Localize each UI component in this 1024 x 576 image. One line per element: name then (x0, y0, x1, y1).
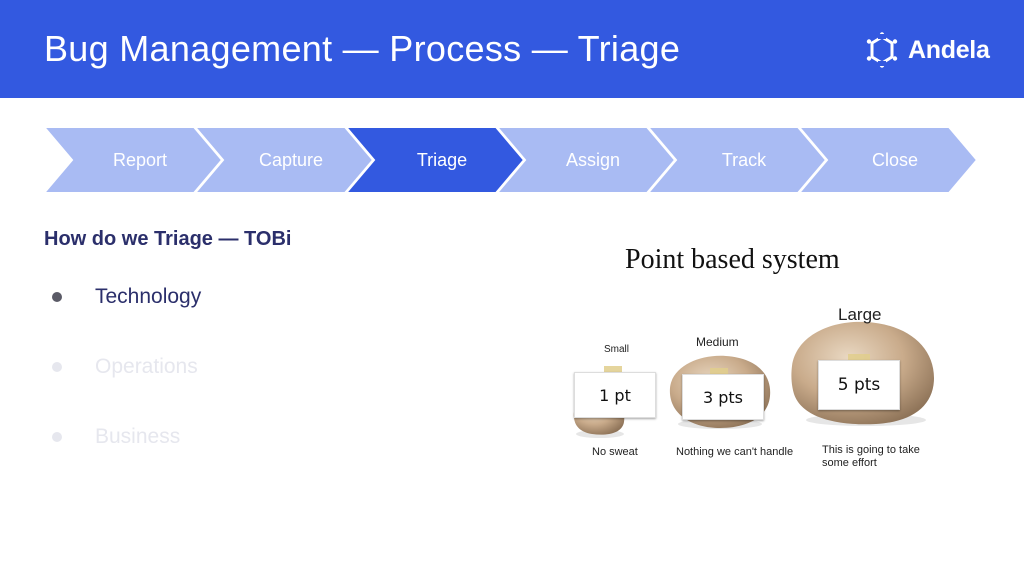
figure-title: Point based system (625, 244, 840, 275)
bullet-item-operations: Operations (52, 352, 201, 382)
step-arrow-polygon (799, 127, 977, 193)
bullet-text: Technology (95, 285, 202, 308)
bullet-dot-icon (52, 432, 62, 442)
bullet-list: Technology Operations Business (52, 282, 201, 492)
step-label: Report (112, 149, 168, 170)
large-points-card: 5 pts (818, 360, 900, 410)
step-arrow-polygon (497, 127, 675, 193)
small-card-tape (604, 366, 622, 374)
medium-card-tape (710, 368, 728, 376)
step-triage[interactable]: Triage (346, 127, 524, 193)
andela-logo-icon (866, 32, 898, 68)
step-arrow-polygon (648, 127, 826, 193)
step-label: Assign (565, 149, 621, 170)
medium-size-label: Medium (696, 335, 739, 349)
point-system-figure: Point based system Small Medium Large 1 … (560, 236, 960, 516)
step-arrow-shape (44, 127, 222, 193)
step-label: Close (871, 149, 919, 170)
bullet-dot-icon (52, 292, 62, 302)
step-capture[interactable]: Capture (195, 127, 373, 193)
step-arrow-polygon (195, 127, 373, 193)
medium-points-card: 3 pts (682, 374, 764, 420)
slide-title: Bug Management — Process — Triage (44, 28, 681, 69)
bullet-item-technology: Technology (52, 282, 201, 312)
small-size-label: Small (604, 344, 630, 355)
step-arrow-shape (648, 127, 826, 193)
large-caption: This is going to take some effort (822, 444, 920, 469)
bullet-dot-icon (52, 362, 62, 372)
step-track[interactable]: Track (648, 127, 826, 193)
step-assign[interactable]: Assign (497, 127, 675, 193)
step-arrow-shape (799, 127, 977, 193)
header-bar: Bug Management — Process — Triage Andela (0, 0, 1024, 98)
step-arrow-shape (346, 127, 524, 193)
logo-text: Andela (908, 35, 990, 64)
step-label: Triage (416, 149, 468, 170)
small-points-card: 1 pt (574, 372, 656, 418)
bullet-text: Business (95, 425, 181, 448)
step-label: Track (721, 149, 767, 170)
bullet-text: Operations (95, 355, 198, 378)
process-steps: Report Capture Triage Assign Track Close (44, 127, 977, 193)
step-arrow-polygon (44, 127, 222, 193)
section-subtitle: How do we Triage — TOBi (44, 228, 292, 250)
small-caption: No sweat (592, 446, 638, 458)
andela-logo: Andela (864, 32, 990, 68)
step-close[interactable]: Close (799, 127, 977, 193)
step-report[interactable]: Report (44, 127, 222, 193)
step-label: Capture (258, 149, 324, 170)
large-size-label: Large (838, 305, 882, 324)
step-arrow-shape (195, 127, 373, 193)
bullet-item-business: Business (52, 422, 201, 452)
medium-caption: Nothing we can't handle (676, 446, 794, 458)
step-arrow-shape (497, 127, 675, 193)
large-card-tape (848, 354, 870, 362)
step-arrow-polygon (346, 127, 524, 193)
